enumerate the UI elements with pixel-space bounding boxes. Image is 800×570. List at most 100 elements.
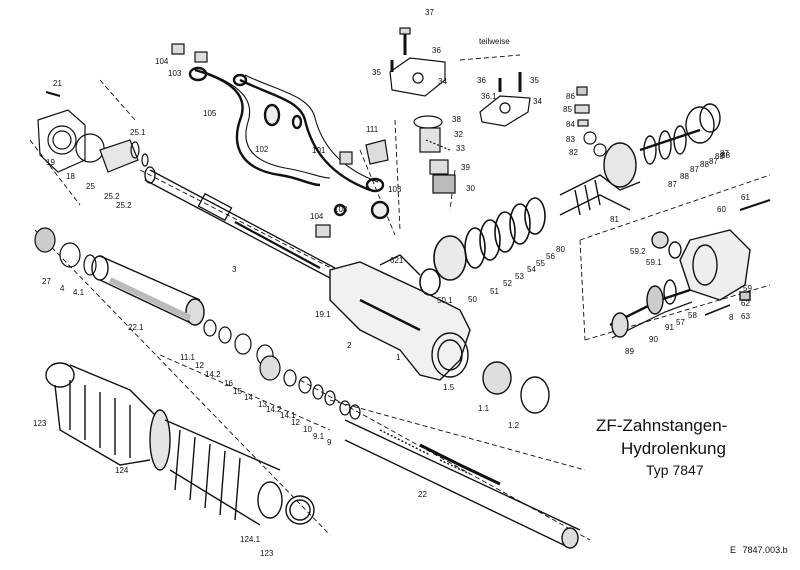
part-label: 58 — [688, 311, 697, 320]
part-label: 56 — [546, 252, 555, 261]
part-label: 11.1 — [180, 353, 195, 362]
doc-ref-prefix: E — [730, 545, 737, 555]
part-label: 50 — [468, 295, 477, 304]
part-label: 4.1 — [73, 288, 85, 297]
part-label: 103 — [168, 69, 182, 78]
part-label: 10 — [303, 425, 312, 434]
part-label: 85 — [563, 105, 572, 114]
part-label: 101 — [312, 146, 326, 155]
title-line-2: Hydrolenkung — [621, 439, 726, 458]
part-label: 55 — [536, 259, 545, 268]
part-label: 9.1 — [313, 432, 325, 441]
part-label: 50.1 — [437, 296, 453, 305]
part-label: 59 — [743, 284, 752, 293]
type-line: Typ 7847 — [646, 462, 704, 478]
valve-housing-59 — [679, 199, 771, 316]
part-label: 22 — [418, 490, 427, 499]
part-label: 124 — [115, 466, 129, 475]
part-label: 8 — [729, 313, 734, 322]
part-label: 82 — [569, 148, 578, 157]
cover-plates-34 — [389, 27, 531, 127]
part-label: 52 — [503, 279, 512, 288]
part-label: 12 — [195, 361, 204, 370]
part-label: 13 — [258, 400, 267, 409]
part-label: 123 — [260, 549, 274, 558]
part-label: 102 — [255, 145, 269, 154]
seal-ring-series — [203, 319, 361, 420]
pinion-81 — [559, 103, 721, 216]
bearing-27 — [34, 227, 97, 276]
doc-ref-code: 7847.003.b — [742, 545, 788, 555]
part-label: 104 — [310, 212, 324, 221]
part-label: 16 — [224, 379, 233, 388]
part-label: 1.5 — [443, 383, 455, 392]
part-label: 36 — [432, 46, 441, 55]
part-label: 3 — [232, 265, 237, 274]
part-label: 27 — [42, 277, 51, 286]
part-label: 83 — [566, 135, 575, 144]
part-label: 621 — [390, 256, 404, 265]
part-label: 63 — [741, 312, 750, 321]
fitting-bolts — [45, 43, 389, 238]
part-label: 1.2 — [508, 421, 520, 430]
part-label: 1 — [396, 353, 401, 362]
part-label: 105 — [203, 109, 217, 118]
part-label: 25.2 — [104, 192, 120, 201]
part-label: 51 — [490, 287, 499, 296]
title-line-1: ZF-Zahnstangen- — [596, 416, 728, 435]
small-parts-82-86 — [574, 86, 607, 157]
part-label: 88 — [721, 151, 730, 160]
bellows-50 — [419, 197, 546, 296]
part-label: 36.1 — [481, 92, 497, 101]
part-label: 80 — [556, 245, 565, 254]
boots-124 — [45, 362, 315, 526]
part-label: 14.2 — [205, 370, 221, 379]
valve-stack — [413, 115, 456, 194]
part-label: 124.1 — [240, 535, 261, 544]
part-label: 91 — [665, 323, 674, 332]
part-label: 14.1 — [280, 411, 296, 420]
part-label: 88 — [680, 172, 689, 181]
sleeve-25 — [99, 139, 149, 173]
part-label: 123 — [33, 419, 47, 428]
part-label: 25.2 — [116, 201, 132, 210]
part-label: 19.1 — [315, 310, 331, 319]
part-label: 87 — [690, 165, 699, 174]
part-label: 59.1 — [646, 258, 662, 267]
part-label: 12 — [291, 418, 300, 427]
part-label: 60 — [717, 205, 726, 214]
part-label: 84 — [566, 120, 575, 129]
part-label: 21 — [53, 79, 62, 88]
part-label: 38 — [452, 115, 461, 124]
part-label: 32 — [454, 130, 463, 139]
hose-lines-102 — [188, 66, 390, 220]
part-label: 103 — [334, 205, 348, 214]
part-label: 89 — [625, 347, 634, 356]
part-label: 111 — [366, 125, 379, 134]
part-label: 1.1 — [478, 404, 490, 413]
part-label: 81 — [610, 215, 619, 224]
part-label: 2 — [347, 341, 352, 350]
part-label: 87 — [720, 149, 729, 158]
part-label: 19 — [46, 158, 55, 167]
part-label: 53 — [515, 272, 524, 281]
part-label: 4 — [60, 284, 65, 293]
part-label: 14.2 — [266, 405, 282, 414]
part-label: 37 — [425, 8, 434, 17]
main-housing-1 — [329, 254, 550, 414]
part-label: 25 — [86, 182, 95, 191]
part-label: 54 — [527, 265, 536, 274]
part-label: 103 — [388, 185, 402, 194]
part-label: 22.1 — [128, 323, 144, 332]
left-flange-19 — [37, 109, 105, 173]
part-label: 87 — [709, 157, 718, 166]
part-label: 35 — [372, 68, 381, 77]
part-label: 90 — [649, 335, 658, 344]
part-label: 14 — [244, 393, 253, 402]
part-label: 30 — [466, 184, 475, 193]
rack-tube-22-1 — [91, 255, 205, 326]
rack-bar-22 — [344, 419, 581, 549]
teilweise-note: teilweise — [479, 37, 510, 46]
